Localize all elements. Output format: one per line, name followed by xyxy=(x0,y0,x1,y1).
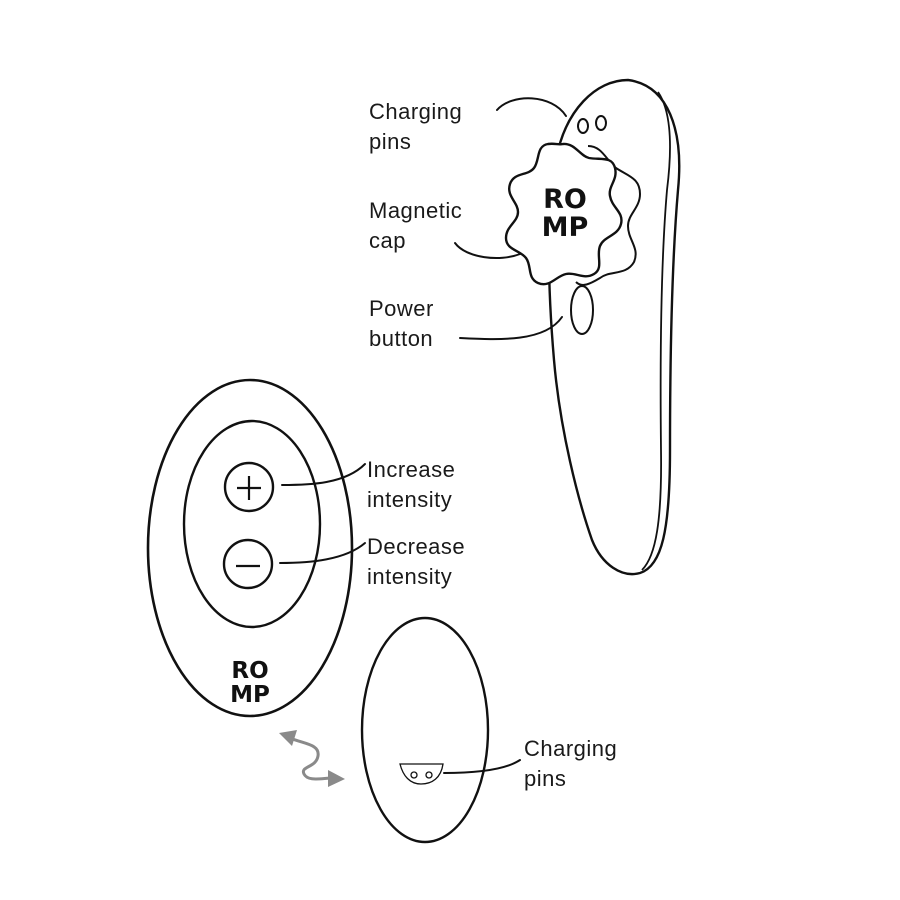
label-power-button: Power button xyxy=(369,296,434,351)
charging-pin-left xyxy=(410,771,418,779)
remote-back-shell xyxy=(360,616,490,844)
remote-button-panel xyxy=(182,419,322,629)
label-increase-intensity: Increase intensity xyxy=(367,457,456,512)
charging-pin-right xyxy=(595,115,607,131)
increase-button xyxy=(223,461,275,513)
leader-power-button xyxy=(459,316,563,341)
leader-decrease-intensity xyxy=(279,542,366,564)
wireless-connection-arrow xyxy=(279,730,345,787)
cap-logo-line1: RO xyxy=(543,184,587,215)
top-charging-pins xyxy=(577,115,607,134)
leader-charging-pins-bottom xyxy=(443,759,521,774)
label-charging-pins-top: Charging pins xyxy=(369,99,463,154)
charging-pin-right xyxy=(425,771,433,779)
leader-increase-intensity xyxy=(281,463,366,486)
leader-charging-pins-top xyxy=(496,97,567,117)
leader-magnetic-cap xyxy=(454,242,521,260)
remote-back xyxy=(360,616,490,844)
power-button xyxy=(570,285,594,335)
cap-logo-line2: MP xyxy=(542,212,589,243)
decrease-button xyxy=(222,538,274,590)
label-charging-pins-bottom: Charging pins xyxy=(524,736,618,791)
bottom-charging-port xyxy=(399,763,444,785)
remote-outer-shell xyxy=(146,378,354,718)
charging-pin-left xyxy=(577,118,589,134)
remote-logo-line2: MP xyxy=(230,682,270,708)
magnetic-cap xyxy=(504,142,623,286)
remote-logo-line1: RO xyxy=(231,658,268,684)
label-magnetic-cap: Magnetic cap xyxy=(369,198,463,253)
label-decrease-intensity: Decrease intensity xyxy=(367,534,466,589)
remote-control xyxy=(146,378,354,718)
